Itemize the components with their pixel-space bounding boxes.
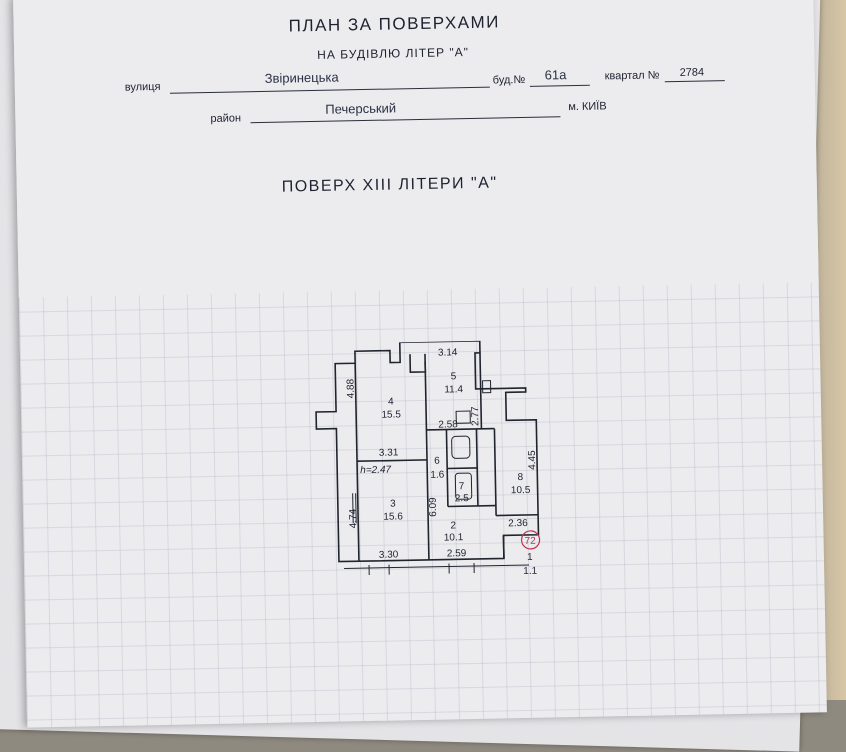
dim-2-36: 2.36 (508, 518, 528, 529)
dim-4-45: 4.45 (527, 450, 538, 470)
district-value: Печерський (325, 100, 396, 116)
room-6-area: 1.6 (430, 470, 445, 481)
dim-4-74: 4.74 (348, 508, 359, 528)
dim-2-77: 2.77 (470, 406, 481, 426)
dim-2-59: 2.59 (447, 548, 467, 559)
room-1-number: 1 (527, 552, 533, 563)
district-label: район (210, 112, 241, 125)
room-4-area: 15.5 (381, 409, 401, 420)
building-value: 61а (545, 67, 567, 82)
ceiling-height: h=2.47 (360, 465, 392, 477)
street-label: вулиця (125, 81, 161, 94)
room-5-number: 5 (451, 371, 457, 382)
document-subtitle: НА БУДІВЛЮ ЛІТЕР "А" (317, 45, 469, 62)
document-title: ПЛАН ЗА ПОВЕРХАМИ (288, 12, 500, 36)
quarter-value: 2784 (680, 66, 705, 78)
city-label: м. КИЇВ (568, 100, 607, 113)
room-6-number: 6 (434, 456, 440, 467)
room-7-area: 2.5 (455, 493, 470, 504)
room-8-number: 8 (517, 472, 523, 483)
room-8-area: 10.5 (511, 485, 531, 496)
street-value: Звіринецька (265, 70, 339, 86)
room-5-area: 11.4 (444, 384, 463, 395)
room-7-number: 7 (459, 481, 465, 492)
room-2-area: 10.1 (444, 532, 464, 543)
room-3-area: 15.6 (383, 511, 403, 522)
room-2-number: 2 (450, 520, 456, 531)
dim-4-88: 4.88 (345, 378, 356, 398)
room-3-number: 3 (390, 498, 396, 509)
room-1-area: 1.1 (523, 566, 538, 577)
quarter-label: квартал № (605, 69, 660, 82)
dim-3-30: 3.30 (379, 549, 399, 560)
dim-3-31: 3.31 (379, 447, 399, 458)
stamp-number: 72 (524, 536, 536, 547)
building-label: буд.№ (493, 74, 526, 87)
floor-plan: 72 3.14 4.88 2.77 2.58 3.31 4.45 6.09 4.… (295, 339, 600, 615)
dim-3-14: 3.14 (438, 347, 458, 358)
room-4-number: 4 (388, 397, 394, 408)
dim-6-09: 6.09 (428, 497, 439, 517)
document-sheet: ПЛАН ЗА ПОВЕРХАМИ НА БУДІВЛЮ ЛІТЕР "А" в… (13, 0, 827, 728)
sheet-header-area (13, 0, 819, 298)
dim-2-58: 2.58 (438, 419, 458, 430)
